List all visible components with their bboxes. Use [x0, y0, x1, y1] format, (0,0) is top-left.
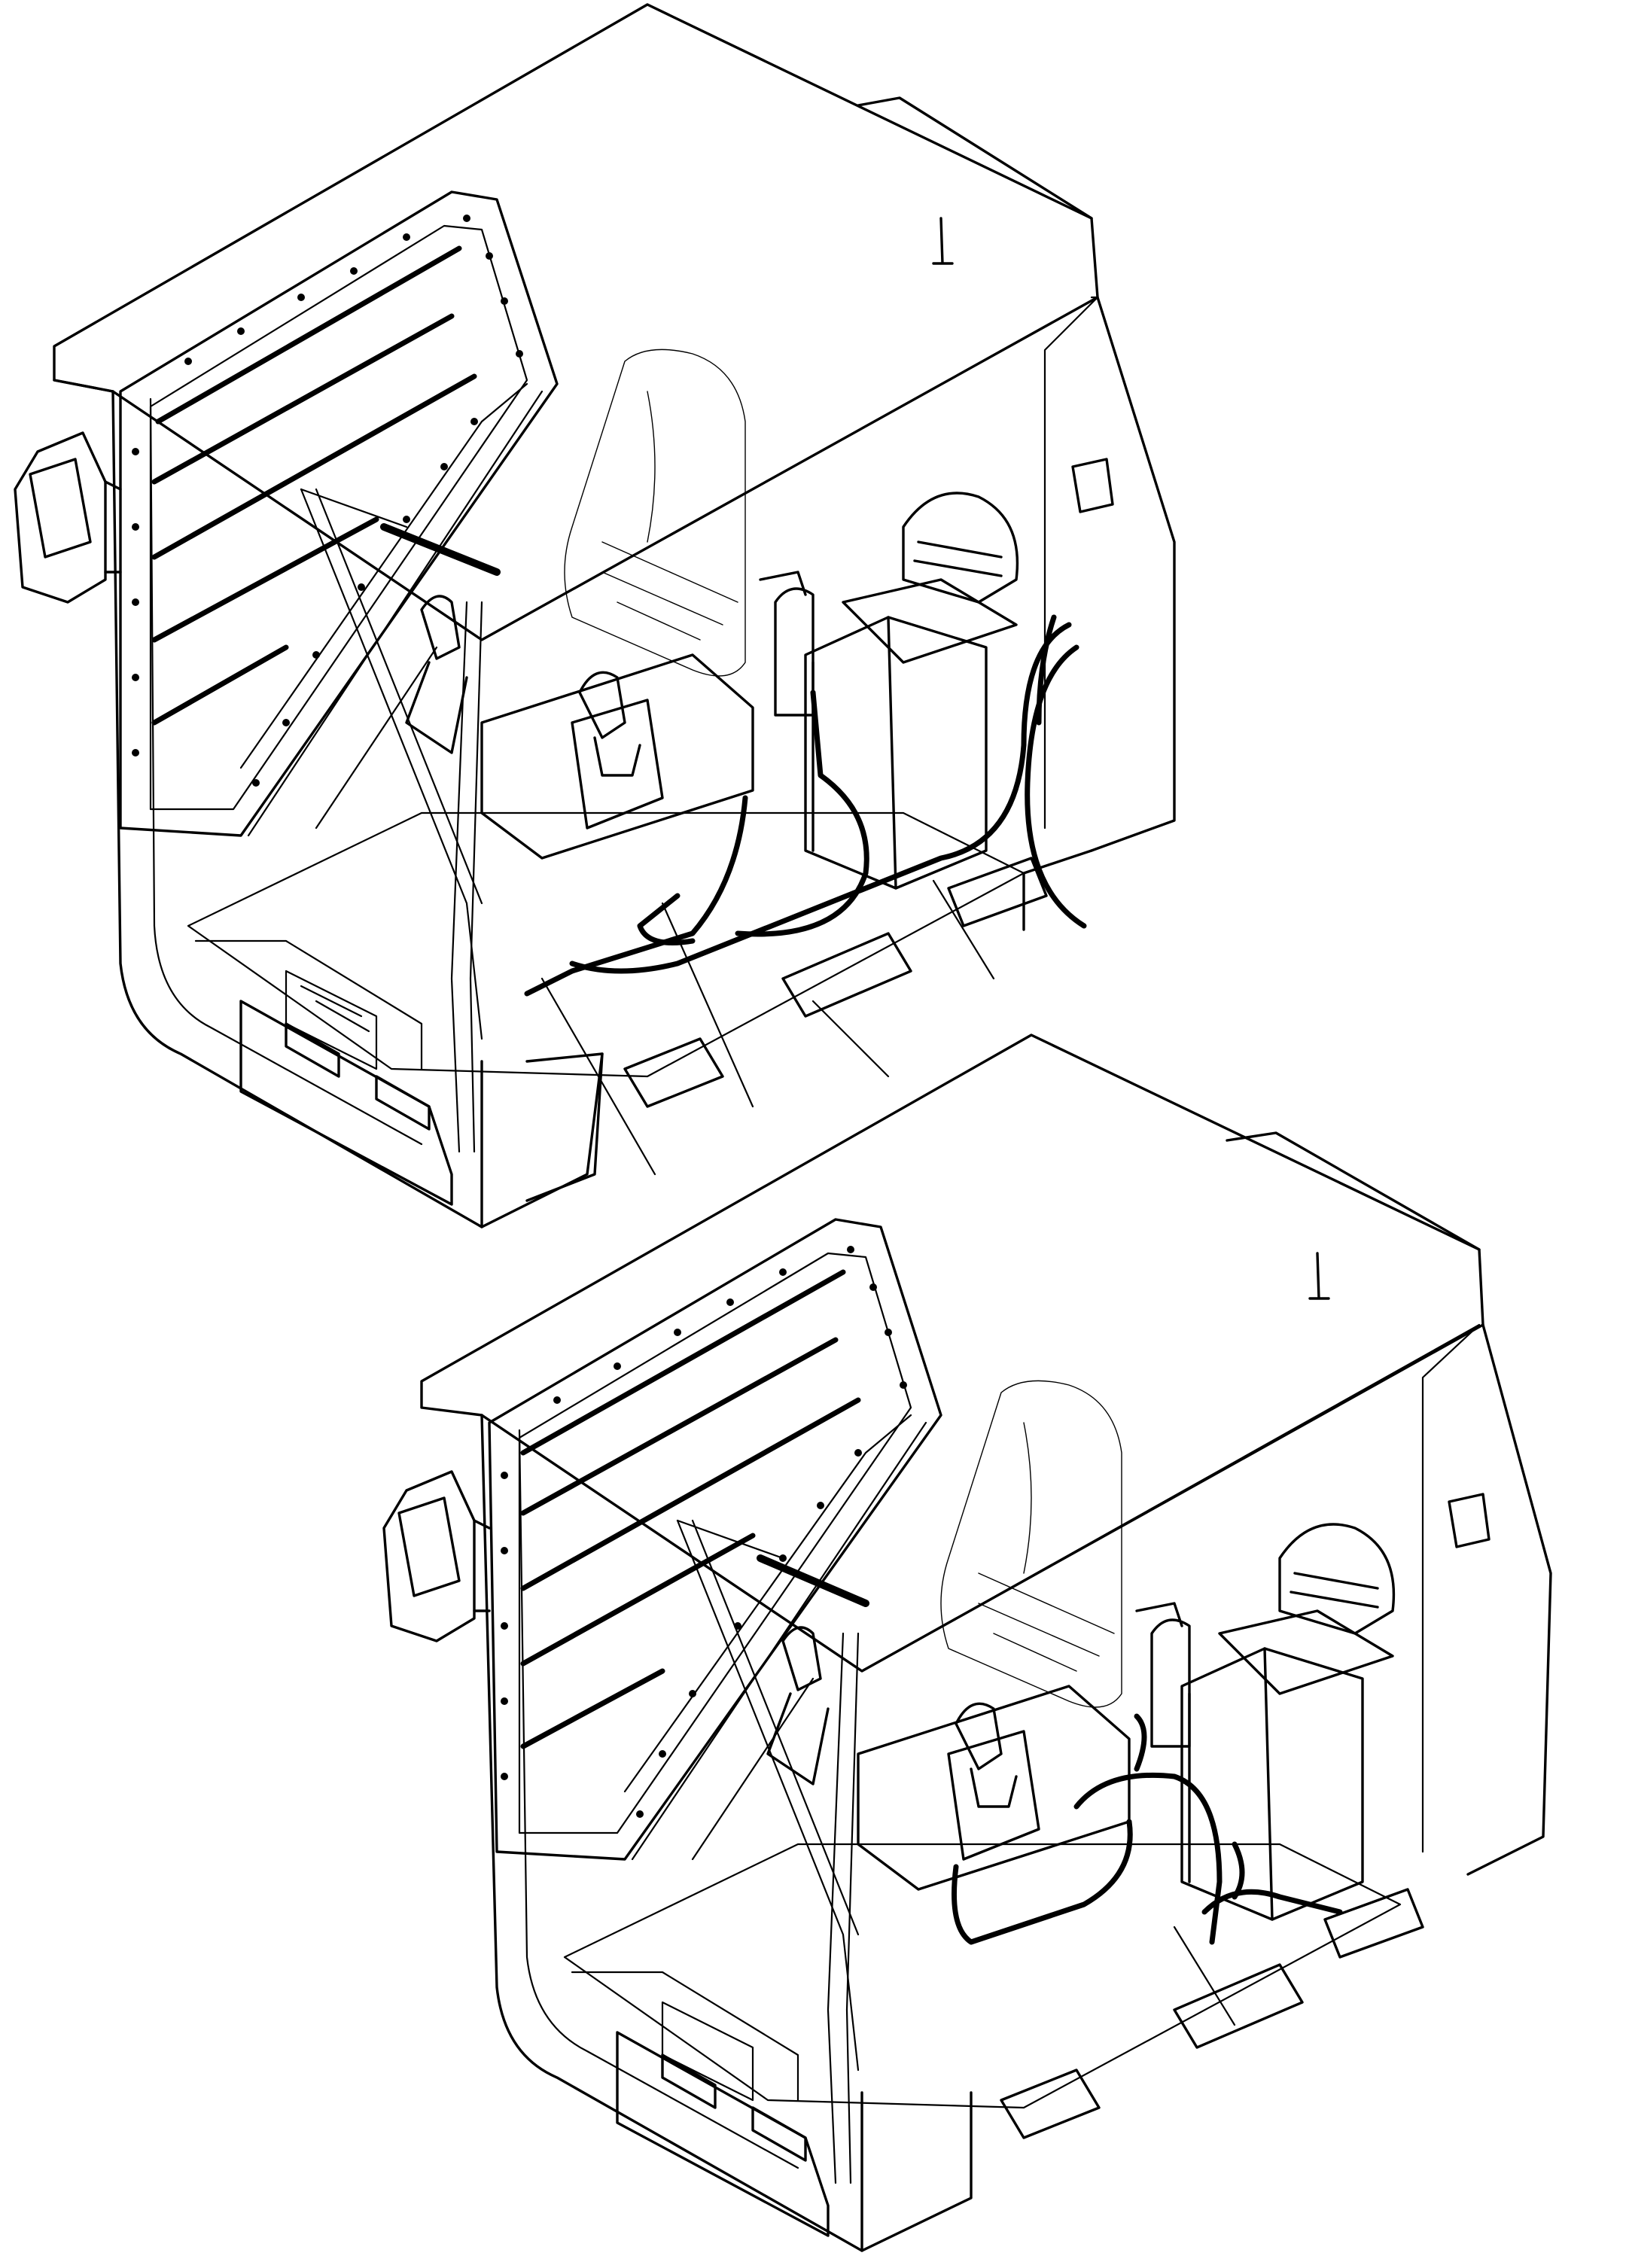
roof-outline — [53, 3, 1099, 641]
window-frame-outer — [488, 1218, 942, 1861]
front-pillar — [480, 1414, 973, 2252]
window-slats — [151, 245, 477, 726]
control-cables-left — [300, 488, 483, 1153]
leader-lines-lower — [1173, 1926, 1236, 2026]
roof-outline — [420, 1034, 1484, 1673]
side-wall-edge — [480, 296, 1099, 641]
roof-antenna — [1308, 1252, 1330, 1300]
leader-lines-upper — [540, 879, 995, 1176]
underframe-feet-lower — [1000, 1888, 1424, 2139]
frame-diagonal — [239, 382, 544, 837]
side-wall-edge — [860, 1323, 1481, 1673]
window-frame-outer — [119, 190, 559, 837]
roof-antenna — [932, 217, 954, 265]
fire-extinguisher — [1135, 1602, 1191, 1748]
joystick-left — [405, 595, 468, 754]
seat-console — [480, 653, 754, 860]
underframe-feet-upper — [623, 857, 1048, 1108]
joystick-left — [766, 1626, 830, 1785]
cab-assembly-lower-view — [382, 1034, 1552, 2252]
right-cabinet — [804, 616, 988, 890]
frame-cross-bar — [380, 523, 501, 576]
cab-assembly-upper-view — [14, 3, 1176, 1228]
rear-panel-line — [1043, 296, 1099, 830]
rear-housing — [857, 96, 1176, 852]
work-light-left — [14, 431, 122, 604]
frame-rivets — [501, 1246, 907, 1818]
frame-rivets — [132, 215, 523, 787]
harness-cables-lower — [952, 1713, 1343, 1945]
work-light-left — [382, 1470, 491, 1642]
window-slats — [520, 1269, 861, 1749]
control-cables-left — [676, 1519, 860, 2184]
lower-box — [239, 1000, 453, 1206]
rear-housing — [1226, 1131, 1552, 1876]
window-frame-inner — [149, 224, 528, 811]
right-cabinet — [1180, 1647, 1364, 1921]
joystick-right — [578, 671, 641, 777]
front-frame-inner — [149, 397, 423, 1146]
fire-extinguisher — [759, 571, 815, 717]
operator-seat — [564, 349, 746, 677]
front-box — [525, 1052, 604, 1202]
aux-seat — [842, 492, 1019, 664]
lower-box — [616, 2031, 830, 2237]
front-frame-inner — [518, 1429, 799, 2169]
frame-diagonal — [623, 1414, 927, 1861]
rear-window — [1448, 1493, 1490, 1548]
operator-seat — [940, 1380, 1122, 1708]
rear-window — [1071, 458, 1114, 513]
front-pillar — [111, 390, 604, 1228]
window-frame-inner — [518, 1252, 912, 1834]
floor-plate — [187, 811, 1025, 1078]
roof-front-edge — [53, 379, 114, 393]
frame-cross-bar — [757, 1554, 869, 1607]
rear-panel-line — [1421, 1323, 1481, 1853]
joystick-right — [955, 1702, 1018, 1808]
aux-seat — [1218, 1523, 1396, 1695]
harness-cables-upper — [524, 614, 1087, 997]
seat-console — [857, 1685, 1131, 1891]
floor-plate — [563, 1843, 1402, 2109]
